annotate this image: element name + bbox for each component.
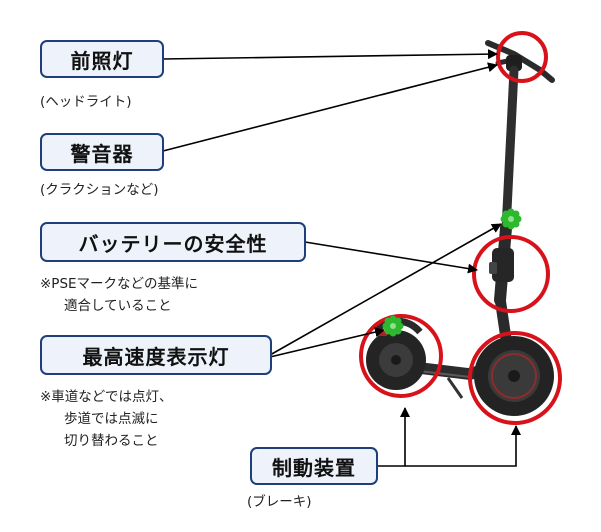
battery-highlight-circle bbox=[472, 235, 550, 313]
arrow-headlight bbox=[162, 49, 498, 60]
callout-arrows bbox=[162, 49, 521, 467]
green-indicator-light-icon bbox=[500, 208, 522, 230]
horn-sub-label: (クラクションなど) bbox=[40, 182, 159, 198]
speedlight-label: 最高速度表示灯 bbox=[40, 335, 272, 375]
arrow-speedlight-front bbox=[269, 223, 502, 356]
front-brake-highlight-circle bbox=[468, 331, 562, 425]
battery-label: バッテリーの安全性 bbox=[40, 222, 306, 262]
arrow-brake-rear bbox=[376, 407, 410, 467]
battery-note-line1: ※PSEマークなどの基準に bbox=[40, 276, 199, 292]
battery-note-line2: 適合していること bbox=[64, 298, 172, 314]
horn-label: 警音器 bbox=[40, 133, 164, 171]
green-indicator-light-icon bbox=[382, 315, 404, 337]
arrow-battery bbox=[304, 241, 478, 274]
scooter bbox=[366, 40, 555, 416]
headlight-highlight-circle bbox=[496, 31, 548, 83]
headlight-sub-label: (ヘッドライト) bbox=[40, 94, 132, 110]
arrow-speedlight-rear bbox=[269, 327, 385, 358]
headlight-label: 前照灯 bbox=[40, 40, 164, 78]
speed-note-line1: ※車道などでは点灯、 bbox=[40, 389, 173, 405]
speed-note-line3: 切り替わること bbox=[64, 433, 159, 449]
arrow-horn bbox=[162, 62, 498, 152]
rear-brake-highlight-circle bbox=[359, 314, 443, 398]
brake-label: 制動装置 bbox=[250, 447, 378, 485]
arrow-brake-front bbox=[405, 425, 521, 467]
brake-sub-label: (ブレーキ) bbox=[247, 494, 312, 510]
speed-note-line2: 歩道では点滅に bbox=[64, 411, 159, 427]
